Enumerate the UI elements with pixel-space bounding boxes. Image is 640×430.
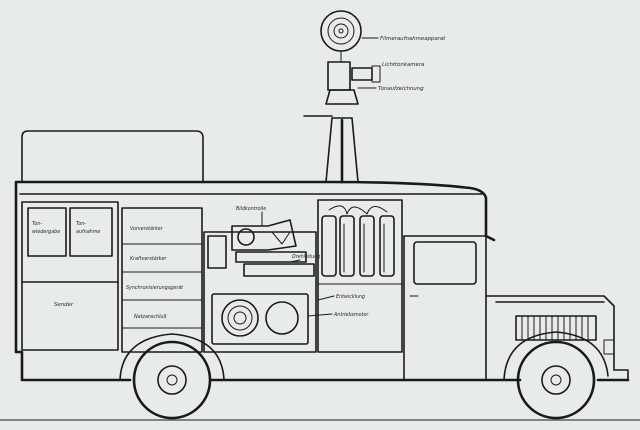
label-rack-3: Synchronisierungsgerät xyxy=(126,285,184,291)
film-strands xyxy=(343,223,385,273)
tank-2 xyxy=(339,215,355,277)
machine-drive xyxy=(243,263,315,277)
panel-box-b xyxy=(69,207,113,257)
label-panel-a: Ton-wiedergabe xyxy=(32,221,60,235)
label-seat: Sender xyxy=(54,302,74,308)
camera-reel-ring-2 xyxy=(333,23,349,39)
rear-wheel-axle xyxy=(166,374,178,386)
label-gear-bottom: Antriebsmotor xyxy=(333,312,369,318)
motor-wheel xyxy=(265,301,299,335)
tank-1 xyxy=(321,215,337,277)
label-gear-low: Entwicklung xyxy=(336,294,365,300)
rear-panel xyxy=(21,201,119,351)
rear-wheel xyxy=(132,340,212,420)
machine-block-1 xyxy=(207,235,227,269)
film-path-tanks xyxy=(328,205,388,215)
camera-mount xyxy=(325,89,359,105)
optics-lens xyxy=(237,228,255,246)
camera-reel-ring-1 xyxy=(327,17,355,45)
motor-housing xyxy=(211,293,309,345)
front-wheel-hub xyxy=(541,365,571,395)
label-sound-recording: Tonaufzeichnung xyxy=(378,86,424,92)
rear-wheel-hub xyxy=(157,365,187,395)
label-rack-1: Vorverstärker xyxy=(130,226,164,232)
label-panel-a-2: wiedergabe xyxy=(32,229,60,235)
front-wheel xyxy=(516,340,596,420)
roof-box xyxy=(21,130,204,183)
camera-reel xyxy=(320,10,362,52)
panel-box-a xyxy=(27,207,67,257)
camera-reel-hub xyxy=(338,28,344,34)
developing-compartment xyxy=(317,199,403,353)
camera-lens xyxy=(351,67,373,81)
label-gear-mid: Drehleitung xyxy=(292,254,320,260)
machinery-bay xyxy=(203,231,317,353)
label-panel-b-2: aufnahme xyxy=(76,229,100,235)
leader-lines-camera xyxy=(357,37,381,89)
body-outline xyxy=(14,180,630,382)
cab-outline xyxy=(403,235,487,381)
vent-slats xyxy=(521,315,589,341)
label-camera: Filmeraufnahmeapparat xyxy=(380,36,446,42)
machine-shelf xyxy=(235,251,307,263)
tank-4 xyxy=(379,215,395,277)
film-reel-inner xyxy=(227,305,253,331)
label-panel-b: Ton-aufnahme xyxy=(76,221,100,235)
engine-hood xyxy=(485,295,629,381)
hood-vents xyxy=(515,315,597,341)
label-rack-4: Netzanschluß xyxy=(134,314,167,320)
label-panel-b-1: Ton- xyxy=(76,221,86,227)
film-reel-hub xyxy=(233,311,247,325)
front-fender xyxy=(503,331,609,381)
film-reel-large xyxy=(221,299,259,337)
leader-lines-machine xyxy=(261,211,335,317)
label-panel-a-1: Ton- xyxy=(32,221,42,227)
camera-body xyxy=(327,61,351,91)
label-rack-2: Kraftverstärker xyxy=(130,256,167,262)
mast-housing xyxy=(325,117,359,183)
front-wheel-axle xyxy=(550,374,562,386)
equipment-rack xyxy=(121,207,203,353)
cab-window xyxy=(413,241,477,285)
label-sound-head: Lichttonkamera xyxy=(382,62,424,68)
tank-3 xyxy=(359,215,375,277)
headlamp xyxy=(603,339,615,355)
camera-lens-front xyxy=(371,65,381,83)
projector-optics xyxy=(231,219,297,251)
label-gear-top: Bildkontrolle xyxy=(236,206,266,212)
rear-fender xyxy=(119,333,225,381)
optics-prism xyxy=(271,231,291,245)
